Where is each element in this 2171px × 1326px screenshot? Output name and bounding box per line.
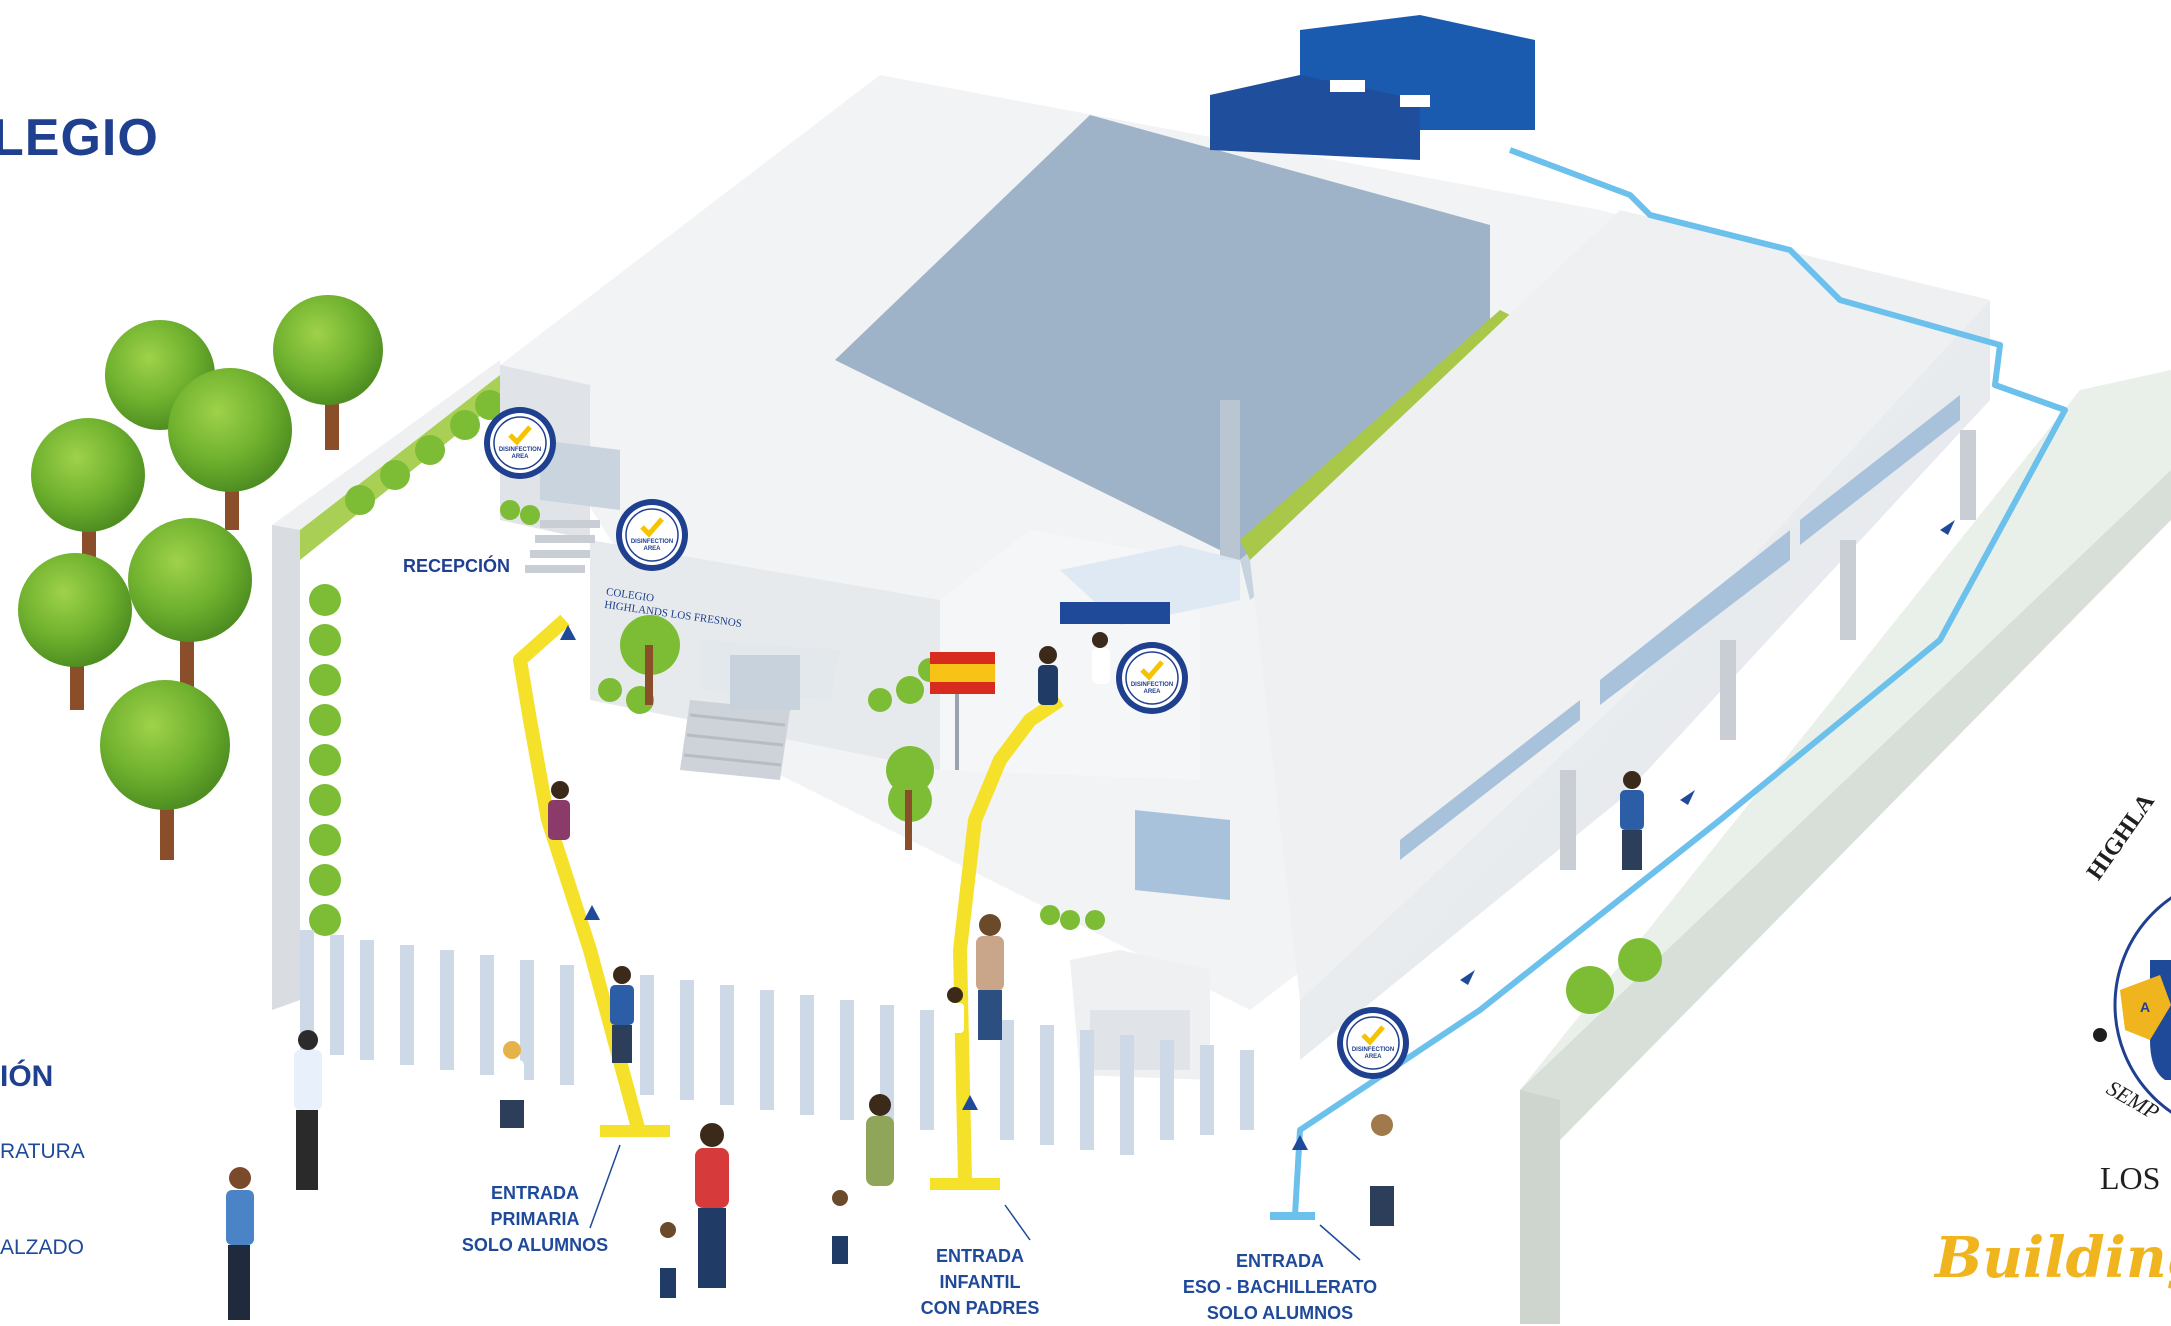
tree	[168, 368, 292, 530]
legend-item: ALZADO	[0, 1236, 85, 1259]
roof-tanks	[1210, 15, 1535, 160]
disinfection-badges: DISINFECTION AREA DISINFECTION AREA DISI…	[484, 407, 1409, 1079]
person	[548, 781, 570, 840]
person	[695, 1123, 729, 1288]
path-infantil-start	[930, 1178, 1000, 1190]
facade-banner	[1060, 602, 1170, 624]
trees	[18, 295, 383, 860]
badge-label: AREA	[1143, 689, 1161, 695]
person	[866, 1094, 894, 1186]
entrance-label-line: INFANTIL	[939, 1272, 1021, 1292]
badge-label: DISINFECTION	[631, 539, 673, 545]
badge-label: AREA	[1364, 1054, 1382, 1060]
person	[1092, 632, 1110, 684]
entrance-label-eso: ENTRADA ESO - BACHILLERATO SOLO ALUMNOS	[1175, 1248, 1385, 1326]
disinfection-badge: DISINFECTION AREA	[1337, 1007, 1409, 1079]
disinfection-badge: DISINFECTION AREA	[616, 499, 688, 571]
street-wall	[1520, 370, 2171, 1324]
entrance-label-line: CON PADRES	[920, 1298, 1040, 1318]
person	[1368, 1114, 1396, 1226]
legend-item: RATURA	[0, 1140, 85, 1163]
fence	[300, 930, 1254, 1155]
spain-flag	[930, 652, 995, 770]
person	[830, 1190, 850, 1264]
entrance-label-line: ESO - BACHILLERATO	[1182, 1277, 1378, 1297]
entrance-label-infantil: ENTRADA INFANTIL CON PADRES	[900, 1243, 1060, 1321]
brand-name: LOS	[2100, 1160, 2161, 1196]
disinfection-badge: DISINFECTION AREA	[484, 407, 556, 479]
people	[226, 632, 1644, 1320]
legend-heading: IÓN	[0, 1060, 54, 1093]
person	[226, 1167, 254, 1320]
reception-label: RECEPCIÓN	[403, 556, 511, 576]
person	[610, 966, 634, 1063]
entrance-label-primaria: ENTRADA PRIMARIA SOLO ALUMNOS	[455, 1180, 615, 1258]
person	[1038, 646, 1058, 705]
person	[1620, 771, 1644, 870]
tree	[18, 553, 132, 710]
badge-label: DISINFECTION	[499, 447, 541, 453]
entrance-label-line: ENTRADA	[491, 1183, 579, 1203]
path-primaria-start	[600, 1125, 670, 1137]
entrance-label-line: ENTRADA	[1236, 1251, 1324, 1271]
tree	[100, 680, 230, 860]
page-title: LEGIO	[0, 109, 159, 167]
path-primaria	[513, 614, 645, 1130]
entrance-label-line: SOLO ALUMNOS	[461, 1235, 609, 1255]
path-eso-start	[1270, 1212, 1315, 1220]
badge-label: DISINFECTION	[1352, 1047, 1394, 1053]
badge-label: AREA	[511, 454, 529, 460]
person	[294, 1030, 322, 1190]
badge-label: DISINFECTION	[1131, 682, 1173, 688]
brand-slogan: Building	[1935, 1225, 2171, 1291]
person	[976, 914, 1004, 1040]
school-crest: A	[2093, 896, 2171, 1114]
person	[946, 987, 964, 1033]
person	[658, 1222, 678, 1298]
school-building	[500, 15, 1990, 1080]
entrance-label-line: ENTRADA	[936, 1246, 1024, 1266]
tree	[273, 295, 383, 450]
path-infantil	[953, 694, 1064, 1181]
path-eso	[1292, 147, 2068, 1216]
badge-label: AREA	[643, 546, 661, 552]
entrance-label-line: PRIMARIA	[490, 1209, 580, 1229]
entrance-label-line: SOLO ALUMNOS	[1206, 1303, 1354, 1323]
person	[500, 1041, 524, 1128]
left-wall	[272, 360, 505, 1010]
disinfection-badge: DISINFECTION AREA	[1116, 642, 1188, 714]
crest-shield-text: A	[2140, 999, 2150, 1015]
